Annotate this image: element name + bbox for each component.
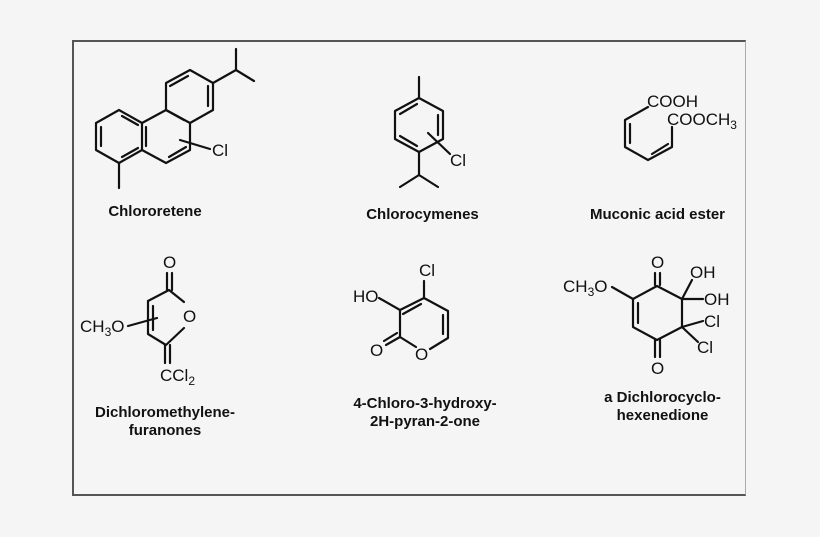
svg-text:Cl: Cl: [450, 151, 466, 170]
svg-text:Cl: Cl: [697, 338, 713, 357]
caption-line-2: hexenedione: [616, 407, 709, 424]
caption-line-1: Dichloromethylene-: [94, 404, 236, 421]
caption-chlororetene: Chlororetene: [108, 203, 202, 220]
svg-text:O: O: [651, 359, 664, 378]
chlorocymenes-structure: Cl: [393, 75, 466, 189]
svg-text:O: O: [370, 341, 383, 360]
svg-text:OH: OH: [704, 290, 730, 309]
dichlorocyclohexenedione-structure: O CH3O OH OH Cl Cl O: [563, 253, 730, 378]
caption-dichlorocyclohexenedione: a Dichlorocyclo- hexenedione: [585, 389, 740, 425]
svg-text:Cl: Cl: [704, 312, 720, 331]
svg-text:Cl: Cl: [419, 261, 435, 280]
caption-line-2: 2H-pyran-2-one: [369, 413, 481, 430]
svg-text:HO: HO: [353, 287, 379, 306]
muconic-acid-ester-structure: COOH COOCH3: [623, 92, 737, 162]
caption-muconic-acid-ester: Muconic acid ester: [589, 206, 726, 223]
chloro-hydroxy-pyranone-structure: Cl HO O O: [353, 261, 450, 364]
caption-line-1: a Dichlorocyclo-: [604, 389, 721, 406]
svg-text:OH: OH: [690, 263, 716, 282]
svg-text:CH3O: CH3O: [563, 277, 607, 299]
svg-text:O: O: [183, 307, 196, 326]
svg-text:O: O: [651, 253, 664, 272]
dichloromethylene-furanones-structure: O O CCl2 CH3O: [80, 253, 196, 388]
caption-chloro-hydroxy-pyranone: 4-Chloro-3-hydroxy- 2H-pyran-2-one: [335, 395, 515, 431]
svg-text:Cl: Cl: [212, 141, 228, 160]
svg-text:O: O: [415, 345, 428, 364]
caption-line-2: furanones: [128, 422, 202, 439]
caption-dichloromethylene-furanones: Dichloromethylene- furanones: [80, 404, 250, 440]
svg-text:O: O: [163, 253, 176, 272]
svg-text:COOH: COOH: [647, 92, 698, 111]
svg-text:COOCH3: COOCH3: [667, 110, 737, 132]
chlororetene-structure: Cl: [94, 47, 256, 190]
svg-text:CCl2: CCl2: [160, 366, 195, 388]
caption-line-1: 4-Chloro-3-hydroxy-: [353, 395, 497, 412]
svg-text:CH3O: CH3O: [80, 317, 124, 339]
caption-chlorocymenes: Chlorocymenes: [366, 206, 479, 223]
